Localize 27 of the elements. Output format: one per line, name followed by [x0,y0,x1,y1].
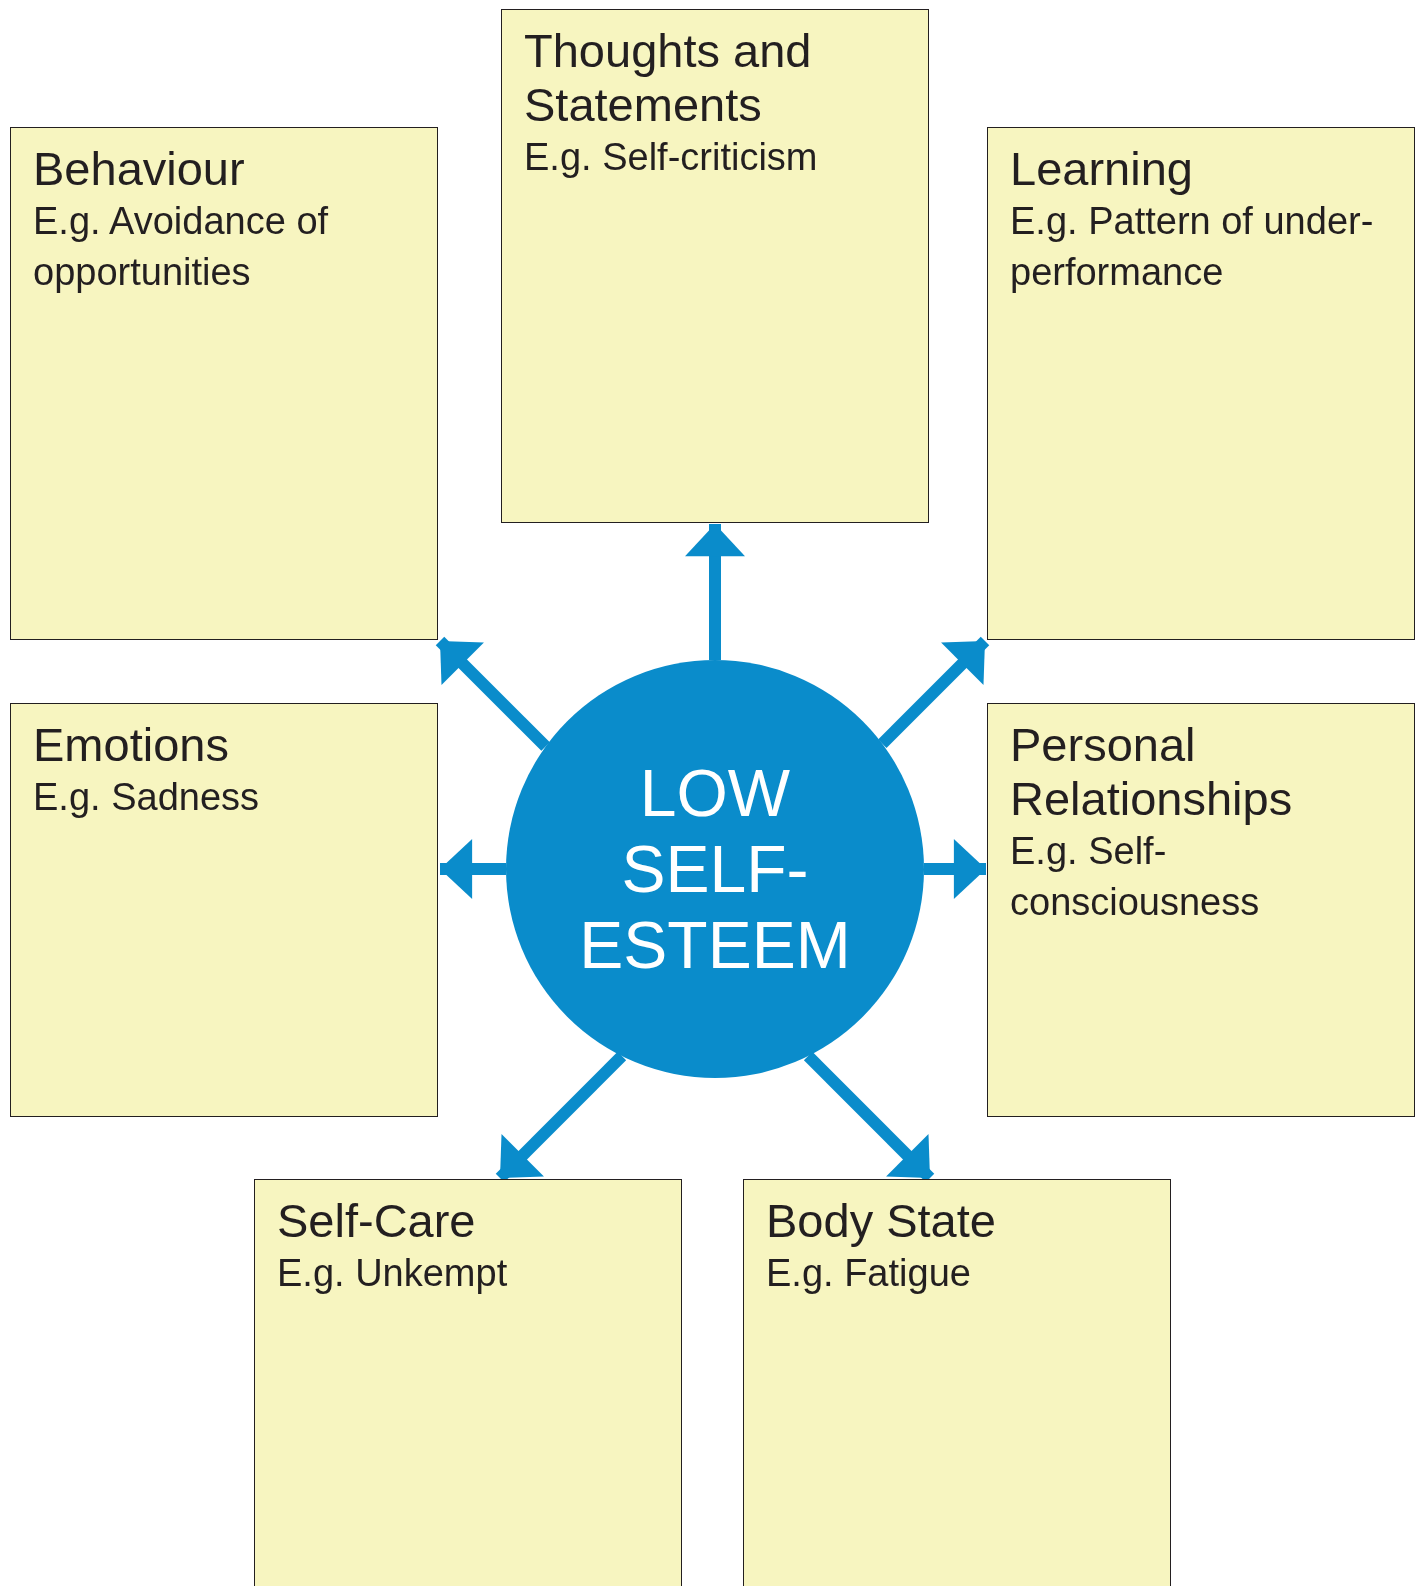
box-heading: Behaviour [33,142,246,196]
box-heading: Emotions [33,718,230,772]
center-label: LOW SELF-ESTEEM [578,755,852,983]
box-example: E.g. Unkempt [277,1251,509,1296]
arrow [924,839,986,899]
box-example: E.g. Fatigue [766,1251,972,1296]
category-box [254,1179,682,1586]
box-example: E.g. Sadness [33,775,261,820]
arrow [878,636,990,748]
arrow [685,524,745,660]
box-example: E.g. Pattern of under-performance [1010,199,1375,295]
category-box [987,703,1415,1117]
category-box [10,703,438,1117]
arrow [440,839,506,899]
box-example: E.g. Self-criticism [524,135,819,180]
arrow [435,636,550,751]
box-heading: Self-Care [277,1194,477,1248]
box-heading: Thoughts and Statements [524,24,813,132]
box-heading: Learning [1010,142,1194,196]
category-box [10,127,438,640]
category-box [501,9,929,523]
box-heading: Body State [766,1194,997,1248]
category-box [743,1179,1171,1586]
box-example: E.g. Self-consciousness [1010,829,1261,925]
box-example: E.g. Avoidance of opportunities [33,199,330,295]
category-box [987,127,1415,640]
box-heading: Personal Relationships [1010,718,1294,826]
